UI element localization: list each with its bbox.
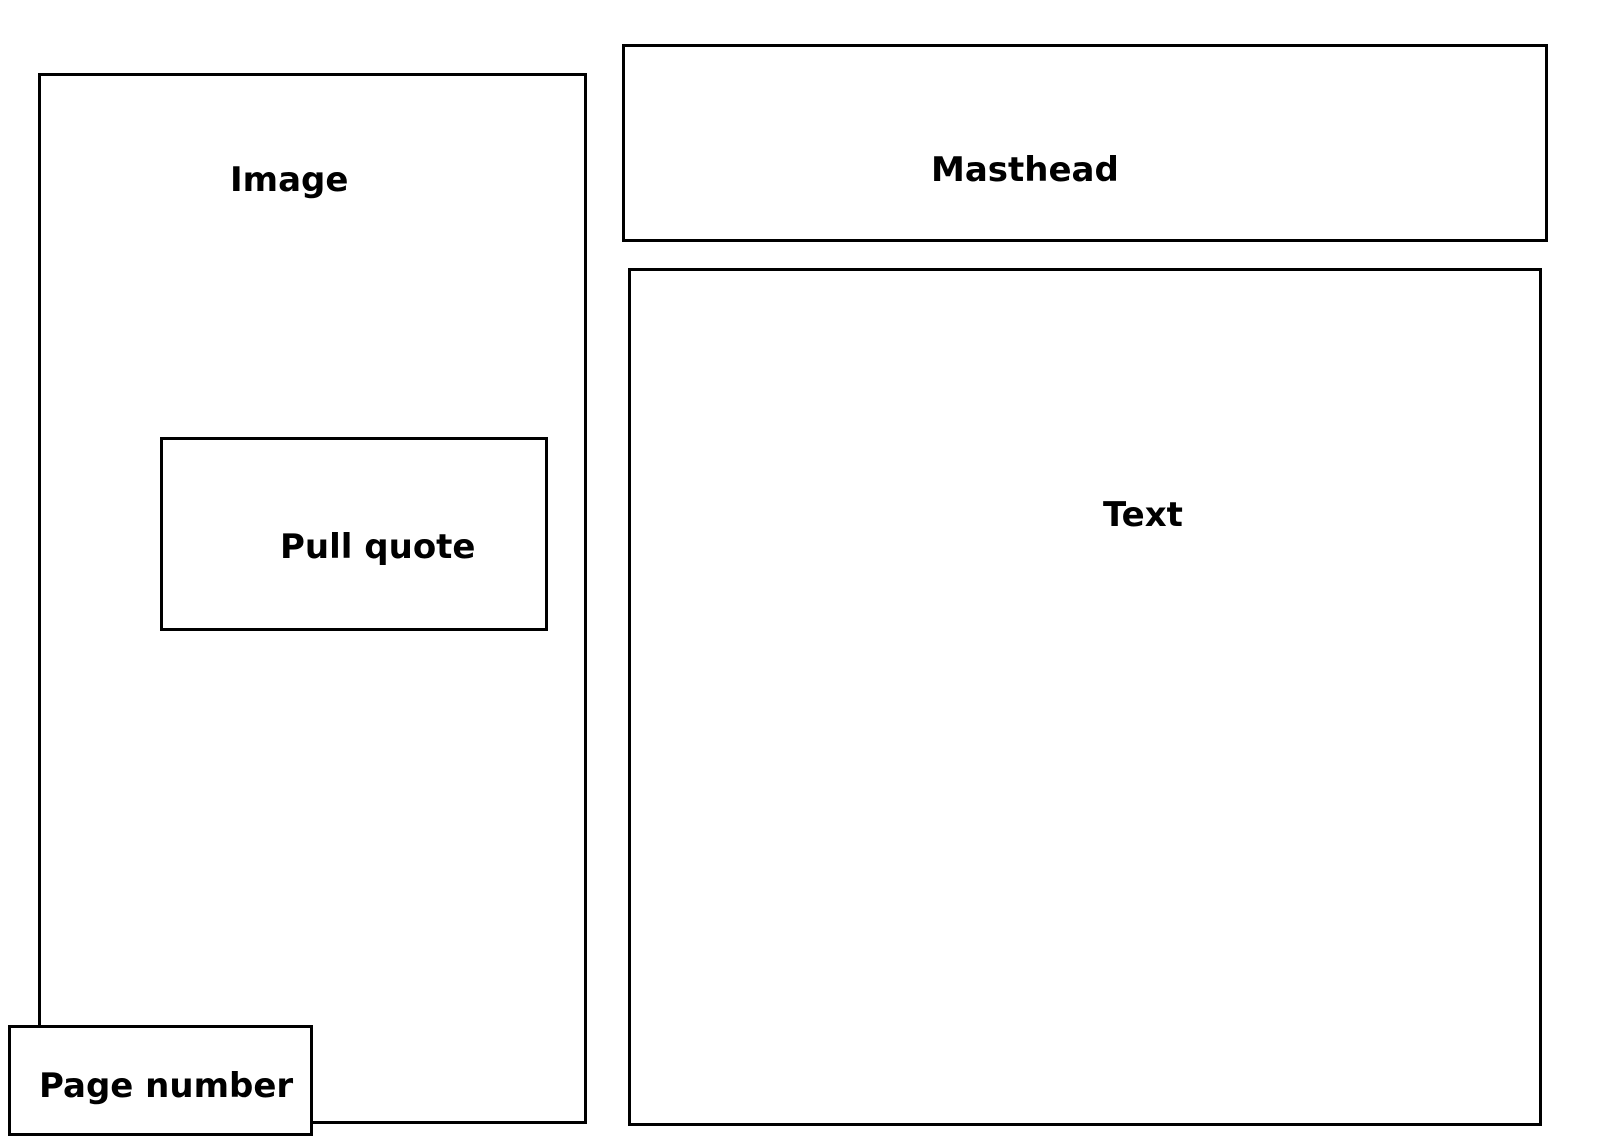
image-label: Image bbox=[230, 160, 349, 200]
page-number-label: Page number bbox=[39, 1066, 294, 1106]
masthead-label: Masthead bbox=[931, 150, 1119, 190]
pull-quote-box: Pull quote bbox=[160, 437, 548, 631]
masthead-box: Masthead bbox=[622, 44, 1548, 242]
text-label: Text bbox=[1103, 495, 1183, 535]
page-number-box: Page number bbox=[8, 1025, 313, 1136]
pull-quote-label: Pull quote bbox=[280, 527, 476, 567]
text-box: Text bbox=[628, 268, 1542, 1126]
